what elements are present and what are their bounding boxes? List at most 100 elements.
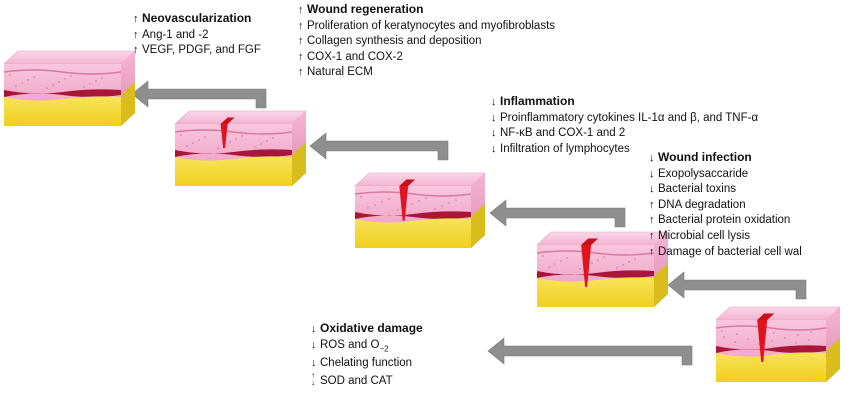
cell-dot bbox=[272, 137, 274, 139]
cell-dot bbox=[95, 80, 97, 82]
cell-dot bbox=[591, 262, 593, 264]
arrow-oxidative-damage bbox=[487, 337, 693, 366]
skin-block-fresh-wound bbox=[715, 306, 841, 382]
up-arrow-icon: ↑ bbox=[298, 50, 304, 63]
fat-layer-right bbox=[826, 338, 840, 382]
cell-dot bbox=[411, 203, 413, 205]
cell-dot bbox=[425, 197, 427, 199]
cell-dot bbox=[441, 205, 443, 207]
oxidative-damage-item: Chelating function bbox=[320, 357, 413, 370]
cell-dot bbox=[721, 330, 723, 332]
cell-dot bbox=[784, 337, 786, 339]
skin-block-infected bbox=[536, 231, 669, 307]
dermis-band bbox=[4, 89, 121, 97]
wound-cut-top bbox=[757, 313, 775, 320]
neovascularization-title: Neovascularization bbox=[142, 11, 252, 25]
cell-dot bbox=[771, 340, 773, 342]
cell-dot bbox=[597, 259, 599, 261]
skin-top-face bbox=[174, 110, 307, 125]
dermis-band bbox=[716, 345, 826, 353]
cell-dot bbox=[374, 204, 376, 206]
arrow-fresh-to-infected bbox=[667, 271, 807, 300]
wound-regeneration-item: Collagen synthesis and deposition bbox=[307, 35, 482, 48]
cell-dot bbox=[217, 147, 219, 149]
cell-dot bbox=[101, 77, 103, 79]
fat-layer-front bbox=[716, 352, 826, 382]
cell-dot bbox=[566, 257, 568, 259]
cell-dot bbox=[773, 332, 775, 334]
down-arrow-icon: ↓ bbox=[311, 338, 317, 351]
skin-block-inflamed bbox=[354, 172, 486, 248]
dermis-band bbox=[175, 149, 292, 157]
epidermis-line bbox=[174, 129, 293, 135]
epidermis-line bbox=[715, 325, 827, 331]
cell-dot bbox=[260, 143, 262, 145]
cell-dot bbox=[808, 339, 810, 341]
cell-dot bbox=[810, 331, 812, 333]
inflammation-box: ↓Inflammation ↓Proinflammatory cytokines… bbox=[491, 94, 758, 157]
cell-dot bbox=[448, 202, 450, 204]
superoxide-subscript: −2 bbox=[379, 343, 389, 353]
up-arrow-icon: ↑ bbox=[133, 13, 139, 25]
up-arrow-icon: ↑ bbox=[649, 214, 655, 227]
cell-dot bbox=[455, 199, 457, 201]
cell-dot bbox=[21, 82, 23, 84]
up-arrow-icon: ↑ bbox=[298, 66, 304, 79]
wound-infection-item: Damage of bacterial cell wal bbox=[658, 245, 802, 258]
cell-dot bbox=[70, 75, 72, 77]
skin-top-face bbox=[3, 50, 136, 65]
cell-dot bbox=[27, 79, 29, 81]
dermis-band bbox=[537, 270, 654, 278]
down-arrow-icon: ↓ bbox=[491, 111, 497, 124]
fat-layer-right bbox=[292, 142, 306, 186]
arrow-infected-to-inflamed bbox=[489, 199, 626, 228]
cell-dot bbox=[560, 260, 562, 262]
blocks-layer bbox=[3, 50, 841, 382]
neovascularization-box: ↑Neovascularization ↑Ang-1 and -2 ↑VEGF,… bbox=[133, 11, 261, 59]
process-arrow bbox=[487, 337, 693, 366]
fat-layer-front bbox=[537, 277, 654, 307]
cell-dot bbox=[388, 198, 390, 200]
up-arrow-icon: ↑ bbox=[133, 44, 139, 57]
fat-layer-front bbox=[355, 218, 471, 248]
wound-infection-item: Microbial cell lysis bbox=[658, 229, 751, 242]
arrow-inflamed-to-neovascular bbox=[309, 132, 449, 161]
cell-dot bbox=[89, 83, 91, 85]
cell-dot bbox=[548, 266, 550, 268]
epidermis-line bbox=[536, 250, 655, 256]
process-arrow bbox=[309, 132, 449, 161]
oxidative-damage-item: ROS and O bbox=[320, 338, 380, 351]
cell-dot bbox=[235, 138, 237, 140]
up-down-arrow-icon: ↑↓ bbox=[311, 371, 315, 388]
wound-infection-item: Bacterial protein oxidation bbox=[658, 214, 791, 227]
wound-infection-item: DNA degradation bbox=[658, 198, 746, 211]
cell-dot bbox=[634, 258, 636, 260]
neovascularization-item: Ang-1 and -2 bbox=[142, 28, 209, 41]
cell-dot bbox=[628, 261, 630, 263]
cell-dot bbox=[367, 207, 369, 209]
down-arrow-icon: ↓ bbox=[491, 142, 497, 155]
skin-top-face bbox=[354, 172, 486, 187]
skin-block-regenerated bbox=[3, 50, 136, 126]
down-arrow-icon: ↓ bbox=[649, 167, 655, 180]
cell-dot bbox=[542, 255, 544, 257]
arrow-neovascular-to-regenerated bbox=[131, 80, 267, 109]
arrows-layer bbox=[131, 80, 807, 366]
wound-infection-item: Bacterial toxins bbox=[658, 183, 736, 196]
down-arrow-icon: ↓ bbox=[649, 152, 655, 164]
cell-dot bbox=[229, 141, 231, 143]
wound-cut-top bbox=[581, 238, 599, 245]
up-arrow-icon: ↑ bbox=[649, 229, 655, 242]
up-arrow-icon: ↑ bbox=[649, 198, 655, 211]
cell-dot bbox=[723, 336, 725, 338]
wound-regeneration-title: Wound regeneration bbox=[307, 2, 424, 16]
cell-dot bbox=[198, 139, 200, 141]
cell-dot bbox=[83, 86, 85, 88]
wound-regeneration-item: Proliferation of keratynocytes and myofi… bbox=[307, 19, 556, 32]
wound-infection-title: Wound infection bbox=[658, 150, 752, 164]
wound-cut bbox=[399, 186, 409, 221]
up-arrow-icon: ↑ bbox=[649, 245, 655, 258]
cell-dot bbox=[204, 136, 206, 138]
down-arrow-icon: ↓ bbox=[649, 183, 655, 196]
